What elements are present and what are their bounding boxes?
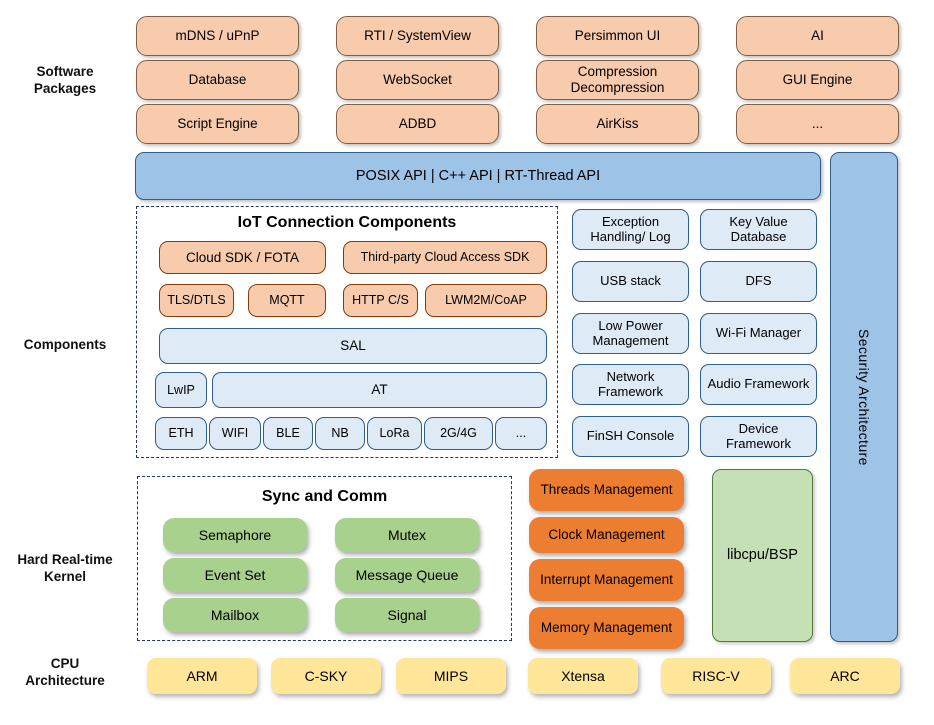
component-block[interactable]: Low Power Management: [572, 313, 689, 354]
kernel-sync-block[interactable]: Mutex: [335, 518, 479, 552]
iot-connection-components-box: [136, 206, 558, 458]
cpu-arch-block[interactable]: ARC: [790, 658, 900, 694]
component-block[interactable]: DFS: [700, 261, 817, 302]
iot-block[interactable]: MQTT: [248, 284, 326, 317]
row-label-software-packages-line2: Packages: [33, 81, 97, 97]
iot-block[interactable]: Third-party Cloud Access SDK: [343, 241, 547, 274]
iot-block[interactable]: LoRa: [367, 417, 422, 450]
package-block[interactable]: GUI Engine: [736, 60, 899, 100]
iot-block[interactable]: ...: [495, 417, 547, 450]
row-label-software-packages: Software Packages: [0, 63, 130, 98]
kernel-core-block[interactable]: Clock Management: [529, 517, 684, 553]
iot-sal-block[interactable]: SAL: [159, 328, 547, 364]
component-block[interactable]: Device Framework: [700, 416, 817, 457]
iot-block[interactable]: LwIP: [155, 372, 207, 408]
iot-block[interactable]: NB: [315, 417, 365, 450]
package-block[interactable]: mDNS / uPnP: [136, 16, 299, 56]
component-block[interactable]: USB stack: [572, 261, 689, 302]
kernel-sync-block[interactable]: Signal: [335, 598, 479, 632]
row-label-cpu-line1: CPU: [50, 656, 80, 671]
kernel-sync-block[interactable]: Mailbox: [163, 598, 307, 632]
component-block[interactable]: Wi-Fi Manager: [700, 313, 817, 354]
iot-block[interactable]: AT: [212, 372, 547, 408]
api-bar[interactable]: POSIX API | C++ API | RT-Thread API: [135, 152, 821, 200]
package-block[interactable]: Script Engine: [136, 104, 299, 144]
iot-block[interactable]: TLS/DTLS: [159, 284, 234, 317]
row-label-cpu-line2: Architecture: [25, 673, 105, 689]
security-architecture-label: Security Architecture: [856, 328, 873, 466]
iot-block[interactable]: WIFI: [209, 417, 261, 450]
row-label-kernel-line2: Kernel: [43, 569, 87, 585]
cpu-arch-block[interactable]: Xtensa: [528, 658, 638, 694]
cpu-arch-block[interactable]: RISC-V: [661, 658, 771, 694]
iot-block[interactable]: ETH: [155, 417, 207, 450]
package-block[interactable]: ...: [736, 104, 899, 144]
iot-connection-components-title: IoT Connection Components: [237, 214, 457, 231]
iot-block[interactable]: BLE: [263, 417, 313, 450]
component-block[interactable]: Network Framework: [572, 364, 689, 405]
row-label-kernel-line1: Hard Real-time: [17, 552, 113, 567]
component-block[interactable]: Exception Handling/ Log: [572, 209, 689, 250]
row-label-components-line1: Components: [23, 337, 107, 352]
package-block[interactable]: AI: [736, 16, 899, 56]
package-block[interactable]: WebSocket: [336, 60, 499, 100]
package-block[interactable]: AirKiss: [536, 104, 699, 144]
iot-block[interactable]: 2G/4G: [424, 417, 493, 450]
package-block[interactable]: RTI / SystemView: [336, 16, 499, 56]
cpu-arch-block[interactable]: ARM: [147, 658, 257, 694]
row-label-software-packages-line1: Software: [36, 64, 94, 79]
component-block[interactable]: FinSH Console: [572, 416, 689, 457]
package-block[interactable]: Database: [136, 60, 299, 100]
sync-and-comm-box: [137, 476, 512, 641]
iot-block[interactable]: Cloud SDK / FOTA: [159, 241, 326, 274]
row-label-components: Components: [0, 336, 130, 353]
libcpu-bsp-block[interactable]: libcpu/BSP: [712, 469, 813, 642]
kernel-core-block[interactable]: Interrupt Management: [529, 559, 684, 601]
kernel-core-block[interactable]: Threads Management: [529, 469, 684, 511]
kernel-sync-block[interactable]: Message Queue: [335, 558, 479, 592]
security-architecture-column[interactable]: Security Architecture: [830, 152, 898, 642]
package-block[interactable]: Compression Decompression: [536, 60, 699, 100]
row-label-cpu-architecture: CPU Architecture: [0, 655, 130, 690]
row-label-kernel: Hard Real-time Kernel: [0, 551, 130, 586]
component-block[interactable]: Key Value Database: [700, 209, 817, 250]
package-block[interactable]: ADBD: [336, 104, 499, 144]
sync-and-comm-title: Sync and Comm: [261, 488, 388, 505]
kernel-sync-block[interactable]: Semaphore: [163, 518, 307, 552]
kernel-core-block[interactable]: Memory Management: [529, 607, 684, 649]
component-block[interactable]: Audio Framework: [700, 364, 817, 405]
iot-block[interactable]: LWM2M/CoAP: [425, 284, 547, 317]
cpu-arch-block[interactable]: C-SKY: [271, 658, 381, 694]
kernel-sync-block[interactable]: Event Set: [163, 558, 307, 592]
iot-block[interactable]: HTTP C/S: [343, 284, 418, 317]
cpu-arch-block[interactable]: MIPS: [396, 658, 506, 694]
package-block[interactable]: Persimmon UI: [536, 16, 699, 56]
